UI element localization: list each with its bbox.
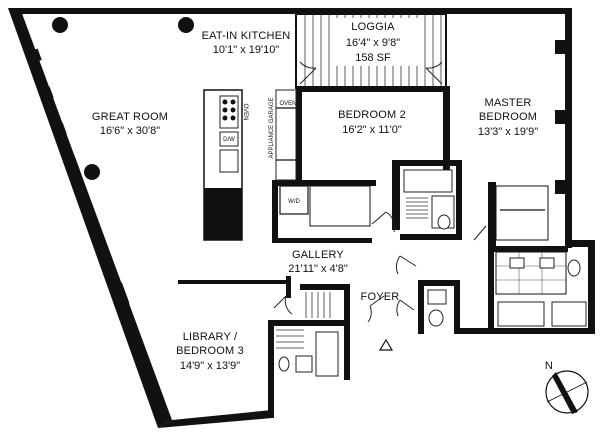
exterior-walls bbox=[8, 8, 595, 428]
appliance-labels: OVEN D/W OVEN APPLIANCE GARAGE W/D bbox=[223, 97, 300, 205]
library-name-line1: LIBRARY / bbox=[183, 331, 238, 343]
appliance-garage-label: APPLIANCE GARAGE bbox=[269, 97, 275, 158]
kitchen-dims: 10'1" x 19'10" bbox=[213, 44, 280, 56]
loggia-area bbox=[295, 13, 447, 89]
gallery-name: GALLERY bbox=[292, 249, 344, 261]
doors bbox=[273, 211, 487, 323]
interior-walls bbox=[178, 86, 568, 418]
bedroom2-dims: 16'2" x 11'0" bbox=[342, 124, 402, 136]
library-dims: 14'9" x 13'9" bbox=[180, 360, 240, 372]
dw-label: D/W bbox=[223, 137, 235, 143]
foyer-name: FOYER bbox=[361, 291, 400, 303]
bedroom2-name: BEDROOM 2 bbox=[338, 109, 406, 121]
compass: N bbox=[545, 360, 589, 414]
loggia-name: LOGGIA bbox=[351, 21, 395, 33]
great-room-name: GREAT ROOM bbox=[92, 111, 168, 123]
room-labels: GREAT ROOM 16'6" x 30'8" EAT-IN KITCHEN … bbox=[92, 21, 538, 372]
master-dims: 13'3" x 19'9" bbox=[478, 126, 538, 138]
oven-label-a: OVEN bbox=[242, 103, 248, 120]
entrance-marker bbox=[378, 338, 394, 351]
great-room-dims: 16'6" x 30'8" bbox=[100, 125, 160, 137]
window-mullions bbox=[28, 40, 565, 384]
master-name-line2: BEDROOM bbox=[479, 111, 537, 123]
kitchen-fixtures bbox=[203, 89, 297, 241]
library-name-line2: BEDROOM 3 bbox=[176, 345, 244, 357]
bath-fixtures bbox=[276, 169, 587, 377]
loggia-area: 158 SF bbox=[355, 52, 391, 64]
oven-label-b: OVEN bbox=[279, 101, 296, 107]
master-name-line1: MASTER bbox=[484, 97, 531, 109]
loggia-dims: 16'4" x 9'8" bbox=[346, 37, 400, 49]
kitchen-name: EAT-IN KITCHEN bbox=[202, 30, 291, 42]
compass-label: N bbox=[545, 360, 553, 372]
wd-label: W/D bbox=[288, 199, 300, 205]
gallery-dims: 21'11" x 4'8" bbox=[288, 263, 348, 275]
